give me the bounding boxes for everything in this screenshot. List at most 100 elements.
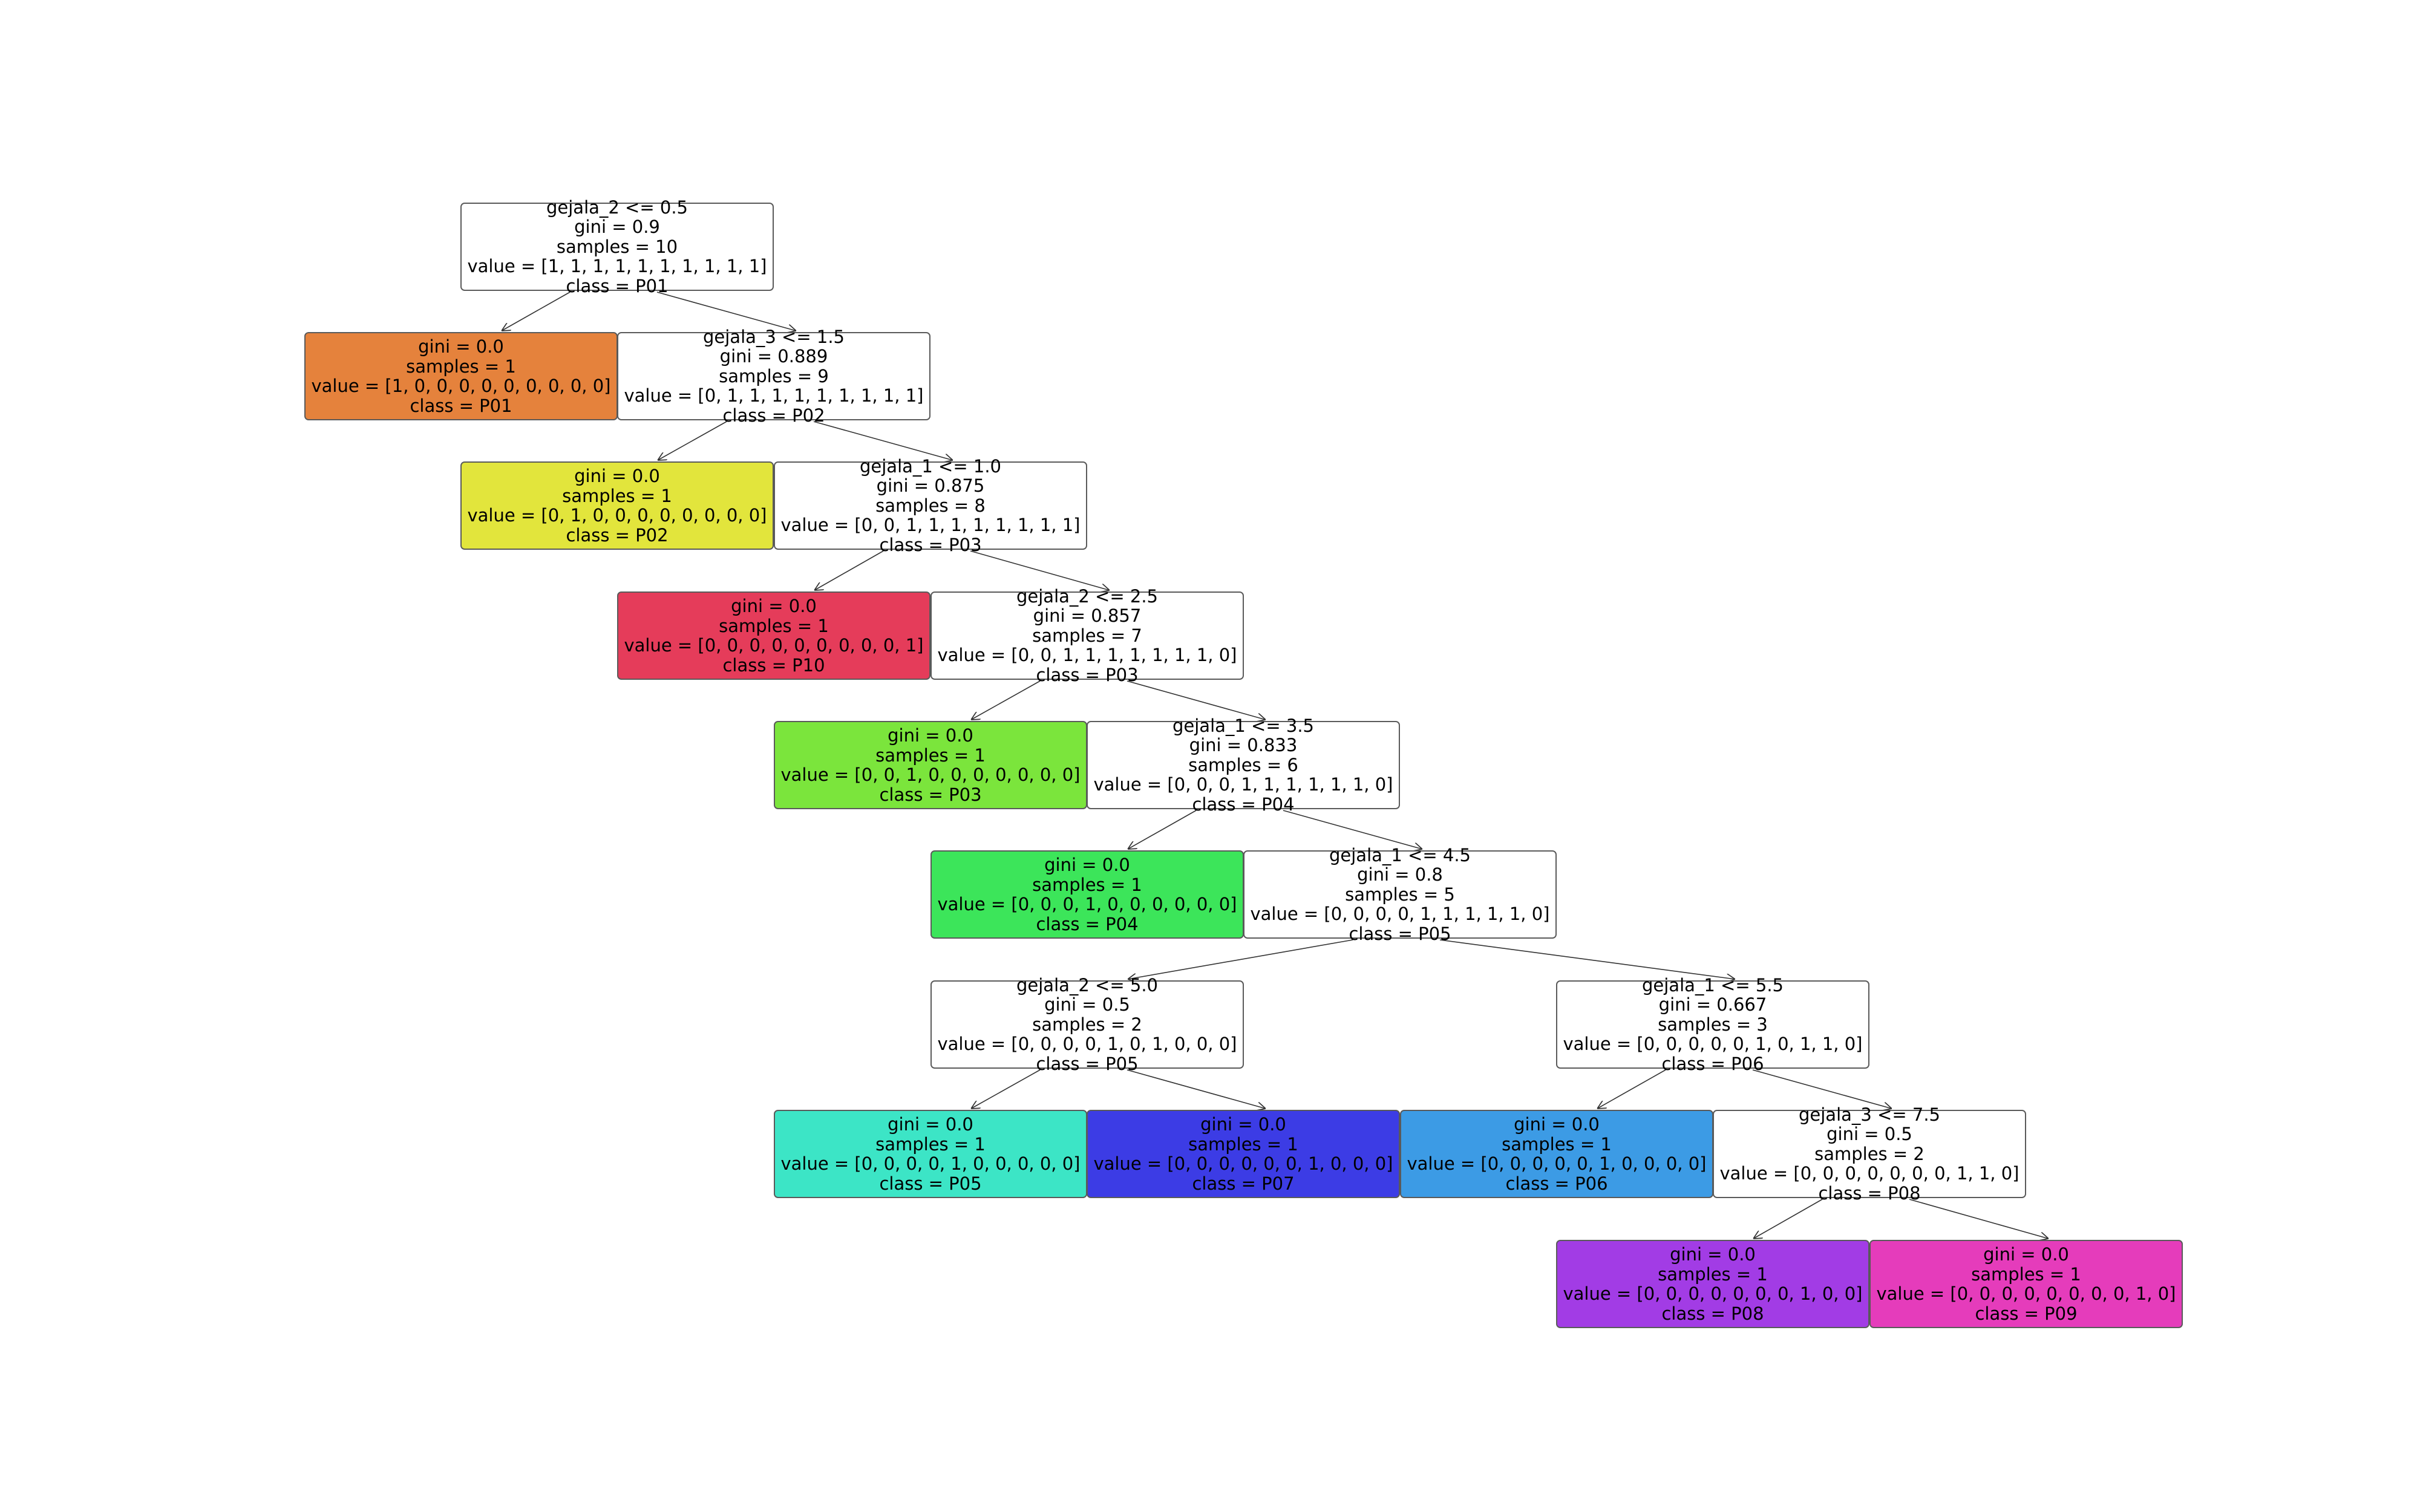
node-text-line: class = P06: [1661, 1053, 1764, 1074]
edge-arrow: [1752, 1069, 1892, 1109]
node-text-line: value = [0, 0, 0, 0, 0, 1, 0, 1, 1, 0]: [1563, 1034, 1863, 1055]
node-text-line: samples = 5: [1345, 884, 1455, 905]
node-text-line: gejala_2 <= 2.5: [1016, 585, 1158, 607]
edge-arrow: [971, 680, 1041, 720]
node-text-line: class = P01: [410, 395, 512, 416]
node-text-line: samples = 1: [1971, 1263, 2081, 1285]
edge-arrow: [1127, 1069, 1266, 1109]
node-text-line: class = P05: [879, 1173, 982, 1194]
node-text-line: gini = 0.0: [418, 336, 504, 357]
node-text-line: class = P04: [1036, 913, 1139, 934]
node-text-line: gini = 0.0: [731, 596, 817, 616]
edge-arrow: [502, 292, 571, 331]
node-text-line: class = P01: [566, 275, 669, 296]
node-text-line: samples = 2: [1814, 1143, 1925, 1164]
node-text-line: value = [0, 0, 0, 1, 0, 0, 0, 0, 0, 0]: [937, 894, 1237, 914]
node-text-line: gini = 0.5: [1826, 1124, 1912, 1145]
node-text-line: value = [0, 0, 0, 0, 0, 0, 0, 0, 0, 1]: [624, 635, 924, 656]
edge-arrow: [656, 292, 796, 331]
edge-arrow: [1597, 1069, 1666, 1109]
node-text-line: samples = 1: [1032, 874, 1142, 895]
node-text-line: value = [0, 0, 0, 0, 0, 0, 0, 1, 1, 0]: [1719, 1163, 2019, 1184]
node-text-line: gejala_2 <= 0.5: [546, 197, 688, 218]
node-text-line: value = [0, 0, 0, 0, 0, 1, 0, 0, 0, 0]: [1407, 1153, 1707, 1174]
edge-arrow: [971, 1069, 1041, 1109]
node-text-line: gejala_1 <= 4.5: [1329, 844, 1471, 865]
node-text-line: class = P05: [1036, 1053, 1139, 1074]
node-text-line: class = P07: [1192, 1173, 1295, 1194]
node-text-line: samples = 3: [1658, 1014, 1768, 1035]
node-text-line: samples = 10: [556, 236, 678, 257]
node-text-line: class = P09: [1975, 1303, 2078, 1324]
node-text-line: value = [0, 0, 0, 0, 0, 0, 0, 0, 1, 0]: [1876, 1283, 2176, 1304]
node-text-line: samples = 1: [562, 485, 672, 506]
node-text-line: samples = 1: [875, 745, 986, 766]
node-text-line: gini = 0.0: [1200, 1114, 1286, 1135]
node-text-line: gini = 0.0: [888, 1114, 973, 1135]
node-text-line: value = [0, 0, 0, 0, 1, 0, 1, 0, 0, 0]: [937, 1034, 1237, 1055]
node-text-line: gini = 0.0: [1670, 1244, 1756, 1265]
edge-arrow: [1439, 939, 1735, 979]
node-text-line: samples = 1: [1658, 1263, 1768, 1285]
node-text-line: value = [0, 1, 0, 0, 0, 0, 0, 0, 0, 0]: [467, 505, 767, 526]
node-text-line: gini = 0.5: [1044, 994, 1130, 1015]
node-text-line: class = P02: [566, 524, 669, 546]
node-text-line: class = P03: [879, 534, 982, 555]
node-text-line: gini = 0.875: [876, 475, 985, 497]
node-text-line: gini = 0.9: [574, 217, 660, 238]
node-text-line: class = P03: [1036, 664, 1139, 685]
node-text-line: class = P06: [1505, 1173, 1608, 1194]
node-text-line: gejala_3 <= 7.5: [1798, 1104, 1940, 1125]
node-text-line: gini = 0.0: [1044, 855, 1130, 875]
node-text-line: class = P02: [722, 405, 825, 426]
node-text-line: gini = 0.8: [1357, 864, 1443, 885]
node-text-line: class = P05: [1349, 923, 1451, 944]
node-text-line: gini = 0.857: [1033, 605, 1142, 627]
node-text-line: value = [0, 0, 0, 0, 1, 1, 1, 1, 1, 0]: [1250, 904, 1550, 925]
node-text-line: class = P08: [1661, 1303, 1764, 1324]
node-text-line: gini = 0.0: [1514, 1114, 1600, 1135]
node-text-line: gini = 0.889: [719, 346, 828, 367]
edge-arrow: [1753, 1199, 1823, 1239]
node-text-line: value = [0, 0, 0, 0, 0, 0, 0, 1, 0, 0]: [1563, 1283, 1863, 1304]
node-text-line: gejala_1 <= 5.5: [1641, 974, 1784, 996]
node-text-line: gini = 0.667: [1658, 994, 1767, 1015]
node-text-line: samples = 2: [1032, 1014, 1142, 1035]
node-text-line: gini = 0.0: [1983, 1244, 2069, 1265]
node-text-line: value = [0, 1, 1, 1, 1, 1, 1, 1, 1, 1]: [624, 385, 924, 406]
node-text-line: samples = 6: [1188, 754, 1298, 775]
node-text-line: samples = 1: [875, 1133, 986, 1155]
node-text-line: samples = 1: [719, 615, 829, 636]
edge-arrow: [1283, 810, 1422, 849]
node-text-line: samples = 1: [406, 356, 516, 377]
node-text-line: value = [0, 0, 0, 0, 1, 0, 0, 0, 0, 0]: [780, 1153, 1081, 1174]
node-text-line: value = [0, 0, 1, 1, 1, 1, 1, 1, 1, 1]: [780, 515, 1081, 536]
node-text-line: samples = 8: [875, 495, 986, 516]
node-text-line: value = [0, 0, 0, 0, 0, 0, 1, 0, 0, 0]: [1093, 1153, 1393, 1174]
edge-arrow: [658, 421, 727, 460]
node-text-line: value = [1, 1, 1, 1, 1, 1, 1, 1, 1, 1]: [467, 256, 767, 277]
node-text-line: gini = 0.0: [574, 466, 660, 486]
node-text-line: gejala_1 <= 3.5: [1172, 715, 1314, 736]
edge-arrow: [813, 421, 953, 460]
node-text-line: samples = 9: [719, 365, 829, 386]
edge-arrow: [1128, 810, 1197, 849]
node-text-line: class = P08: [1818, 1182, 1921, 1204]
